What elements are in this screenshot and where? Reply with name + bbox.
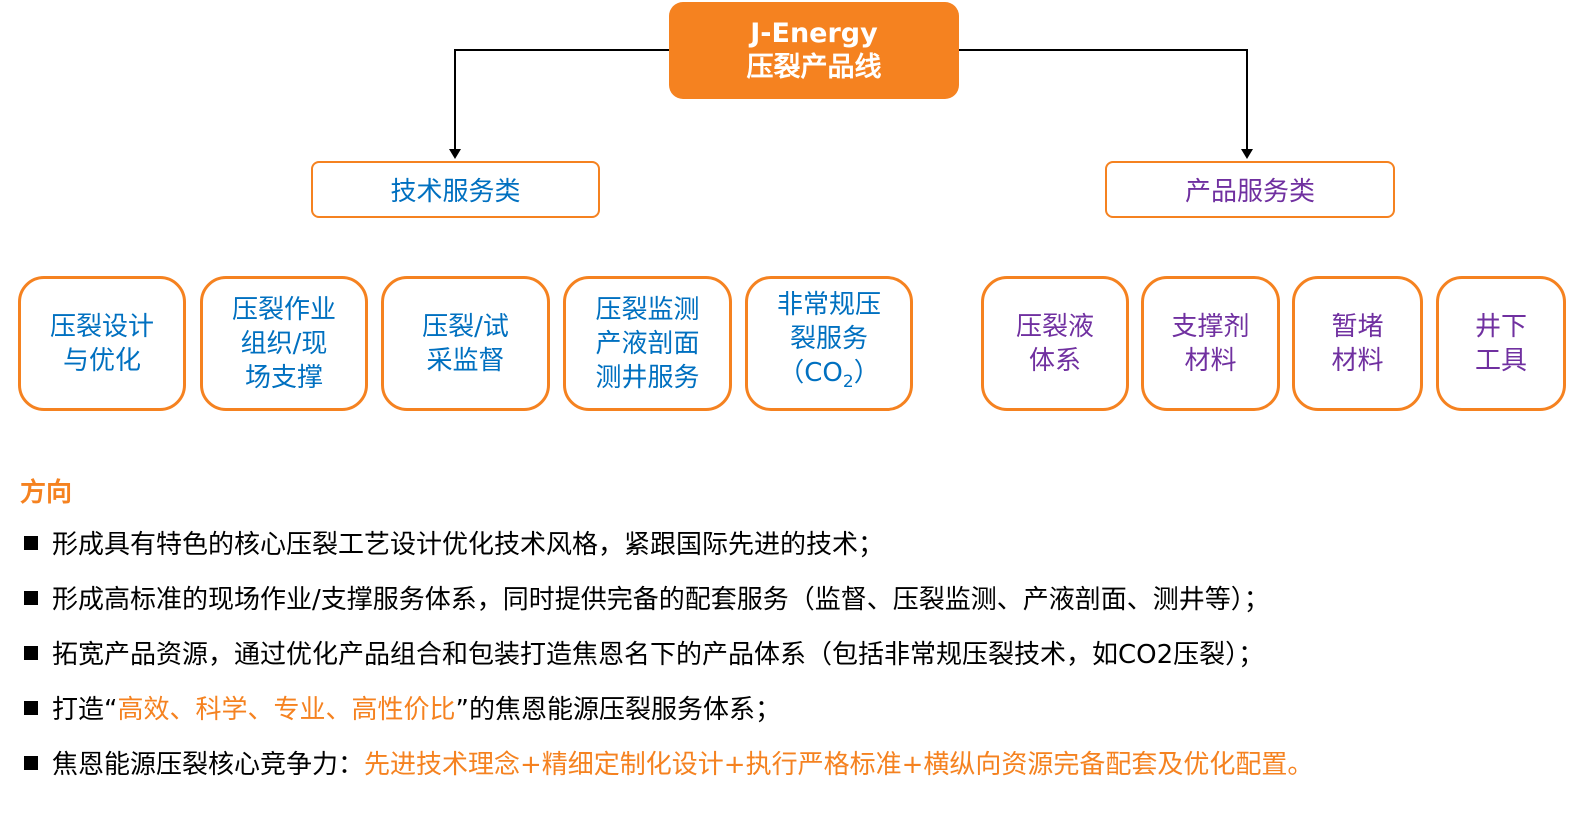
direction-bullet: 形成具有特色的核心压裂工艺设计优化技术风格，紧跟国际先进的技术；	[24, 524, 884, 561]
bullet-text: 形成高标准的现场作业/支撑服务体系，同时提供完备的配套服务（监督、压裂监测、产液…	[52, 585, 1270, 615]
bullet-square-icon	[24, 590, 38, 605]
item-line: 测井服务	[595, 362, 700, 393]
category-label: 产品服务类	[1184, 177, 1315, 207]
product-item-proppant: 支撑剂材料	[1141, 276, 1280, 411]
tech-item-frac-operation: 压裂作业组织/现场支撑	[200, 276, 368, 411]
bullet-text: 形成具有特色的核心压裂工艺设计优化技术风格，紧跟国际先进的技术；	[52, 530, 885, 560]
item-line: 组织/现	[240, 328, 328, 359]
item-line: 产液剖面	[595, 328, 700, 359]
connector-left-v	[454, 49, 456, 150]
item-line: 井下	[1474, 311, 1527, 342]
item-line: 材料	[1331, 345, 1384, 376]
connector-right-v	[1246, 49, 1248, 150]
product-item-diverter: 暂堵材料	[1292, 276, 1423, 411]
item-line: 支撑剂	[1171, 311, 1250, 342]
item-line: 压裂/试	[422, 311, 509, 342]
root-node: J-Energy 压裂产品线	[669, 2, 959, 99]
item-line: 采监督	[426, 345, 505, 376]
product-item-frac-fluid: 压裂液体系	[981, 276, 1129, 411]
category-tech-services: 技术服务类	[311, 161, 600, 218]
item-line: 暂堵	[1331, 311, 1384, 342]
arrow-down-icon	[449, 149, 461, 159]
tech-item-monitoring: 压裂监测产液剖面测井服务	[563, 276, 732, 411]
category-label: 技术服务类	[390, 177, 521, 207]
bullet-square-icon	[24, 700, 38, 715]
bullet-highlight: 先进技术理念+精细定制化设计+执行严格标准+横纵向资源完备配套及优化配置。	[364, 750, 1314, 780]
bullet-text: 焦恩能源压裂核心竞争力：	[52, 750, 365, 780]
root-subtitle: 压裂产品线	[746, 51, 882, 83]
tech-item-supervision: 压裂/试采监督	[381, 276, 550, 411]
arrow-down-icon	[1241, 149, 1253, 159]
bullet-square-icon	[24, 535, 38, 550]
direction-bullet: 形成高标准的现场作业/支撑服务体系，同时提供完备的配套服务（监督、压裂监测、产液…	[24, 579, 1270, 616]
direction-bullet: 打造“高效、科学、专业、高性价比”的焦恩能源压裂服务体系；	[24, 689, 781, 726]
item-line: 压裂监测	[595, 294, 700, 325]
direction-bullet: 拓宽产品资源，通过优化产品组合和包装打造焦恩名下的产品体系（包括非常规压裂技术，…	[24, 634, 1264, 671]
bullet-text: ”的焦恩能源压裂服务体系；	[455, 695, 781, 725]
item-line: 压裂设计	[49, 311, 154, 342]
item-line: 与优化	[62, 345, 141, 376]
item-line: 场支撑	[244, 362, 323, 393]
item-line: 裂服务	[789, 323, 868, 354]
bullet-text: 打造“	[52, 695, 118, 725]
item-line: 压裂液	[1015, 311, 1094, 342]
root-title: J-Energy	[750, 17, 878, 49]
co2-subscript: 2	[842, 372, 854, 393]
direction-bullet: 焦恩能源压裂核心竞争力：先进技术理念+精细定制化设计+执行严格标准+横纵向资源完…	[24, 744, 1313, 781]
item-line: 材料	[1184, 345, 1237, 376]
item-line-co2: （CO2）	[777, 356, 881, 399]
co2-text: （CO	[778, 357, 843, 388]
item-line: 体系	[1028, 345, 1081, 376]
tech-item-frac-design: 压裂设计与优化	[18, 276, 186, 411]
tech-item-unconventional: 非常规压裂服务（CO2）	[745, 276, 913, 411]
item-line: 非常规压	[776, 289, 881, 320]
category-product-services: 产品服务类	[1105, 161, 1395, 218]
item-line: 工具	[1474, 345, 1527, 376]
bullet-square-icon	[24, 755, 38, 770]
connector-right-h	[959, 49, 1248, 51]
bullet-highlight: 高效、科学、专业、高性价比	[117, 695, 456, 725]
co2-suffix: ）	[853, 357, 880, 388]
direction-heading: 方向	[20, 478, 73, 508]
product-item-downhole-tools: 井下工具	[1436, 276, 1566, 411]
item-line: 压裂作业	[231, 294, 336, 325]
bullet-text: 拓宽产品资源，通过优化产品组合和包装打造焦恩名下的产品体系（包括非常规压裂技术，…	[52, 640, 1265, 670]
connector-left-h	[455, 49, 669, 51]
bullet-square-icon	[24, 645, 38, 660]
